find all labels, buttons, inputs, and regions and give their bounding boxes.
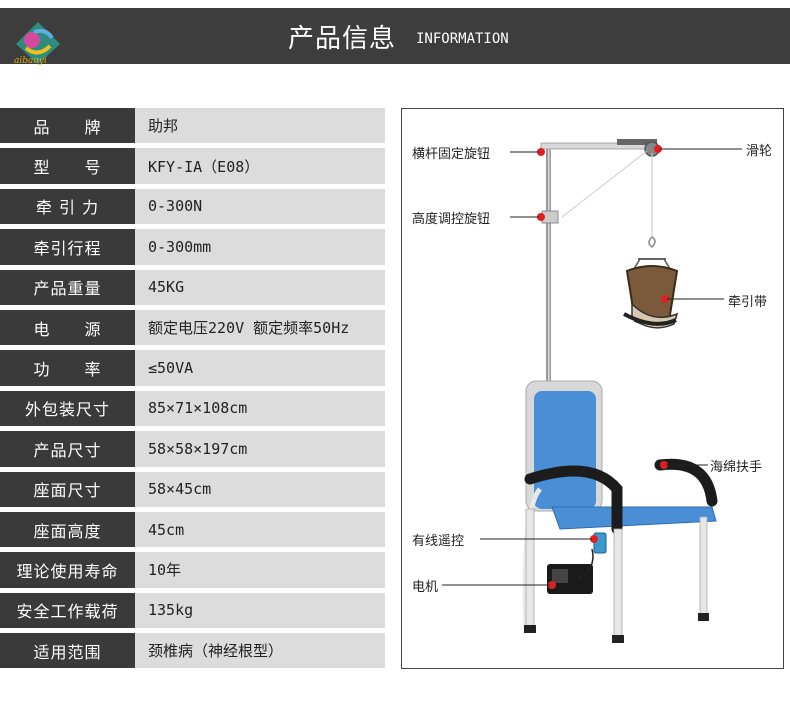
callout-motor: 电机 — [412, 580, 439, 595]
page-subtitle: INFORMATION — [416, 31, 509, 47]
spec-value: ≤50VA — [135, 350, 385, 386]
spec-value: 10年 — [135, 552, 385, 588]
spec-value: 0-300N — [135, 188, 385, 225]
spec-value: 45cm — [135, 511, 385, 548]
brand-logo-icon — [16, 22, 60, 64]
spec-value: 额定电压220V 额定频率50Hz — [135, 309, 385, 346]
spec-key: 座面高度 — [0, 511, 135, 548]
page-title: 产品信息 — [288, 24, 397, 54]
spec-value: 45KG — [135, 269, 385, 305]
spec-key: 电 源 — [0, 309, 135, 346]
spec-value: 135kg — [135, 592, 385, 629]
callout-pulley: 滑轮 — [746, 144, 773, 159]
callout-crossbar-knob: 横杆固定旋钮 — [412, 147, 491, 162]
spec-key: 品 牌 — [0, 108, 135, 144]
callout-height-knob: 高度调控旋钮 — [412, 212, 491, 227]
spec-key: 型 号 — [0, 148, 135, 184]
callout-remote: 有线遥控 — [412, 534, 465, 549]
spec-key: 产品重量 — [0, 269, 135, 305]
spec-key: 安全工作载荷 — [0, 592, 135, 629]
spec-key: 牵 引 力 — [0, 188, 135, 225]
spec-key: 牵引行程 — [0, 229, 135, 265]
header-bar — [0, 8, 790, 64]
spec-row: 功 率≤50VA — [0, 350, 385, 386]
spec-value: 0-300mm — [135, 229, 385, 265]
spec-key: 理论使用寿命 — [0, 552, 135, 588]
spec-value: 85×71×108cm — [135, 390, 385, 427]
spec-row: 电 源额定电压220V 额定频率50Hz — [0, 309, 385, 346]
spec-value: 颈椎病（神经根型） — [135, 633, 385, 669]
traction-chair-illustration — [442, 139, 742, 643]
spec-row: 适用范围颈椎病（神经根型） — [0, 633, 385, 669]
callout-traction-belt: 牵引带 — [728, 295, 768, 310]
product-figure: 横杆固定旋钮 滑轮 高度调控旋钮 牵引带 海绵扶手 有线遥控 电机 — [401, 108, 784, 669]
spec-value: 58×45cm — [135, 471, 385, 507]
spec-key: 适用范围 — [0, 633, 135, 669]
spec-value: 助邦 — [135, 108, 385, 144]
spec-key: 产品尺寸 — [0, 431, 135, 467]
logo-text: aibaoyi — [14, 56, 47, 66]
spec-key: 座面尺寸 — [0, 471, 135, 507]
spec-value: KFY-IA（E08） — [135, 148, 385, 184]
spec-key: 外包装尺寸 — [0, 390, 135, 427]
spec-value: 58×58×197cm — [135, 431, 385, 467]
callout-armrest: 海绵扶手 — [710, 460, 763, 475]
spec-row: 品 牌助邦 — [0, 108, 385, 144]
spec-key: 功 率 — [0, 350, 135, 386]
